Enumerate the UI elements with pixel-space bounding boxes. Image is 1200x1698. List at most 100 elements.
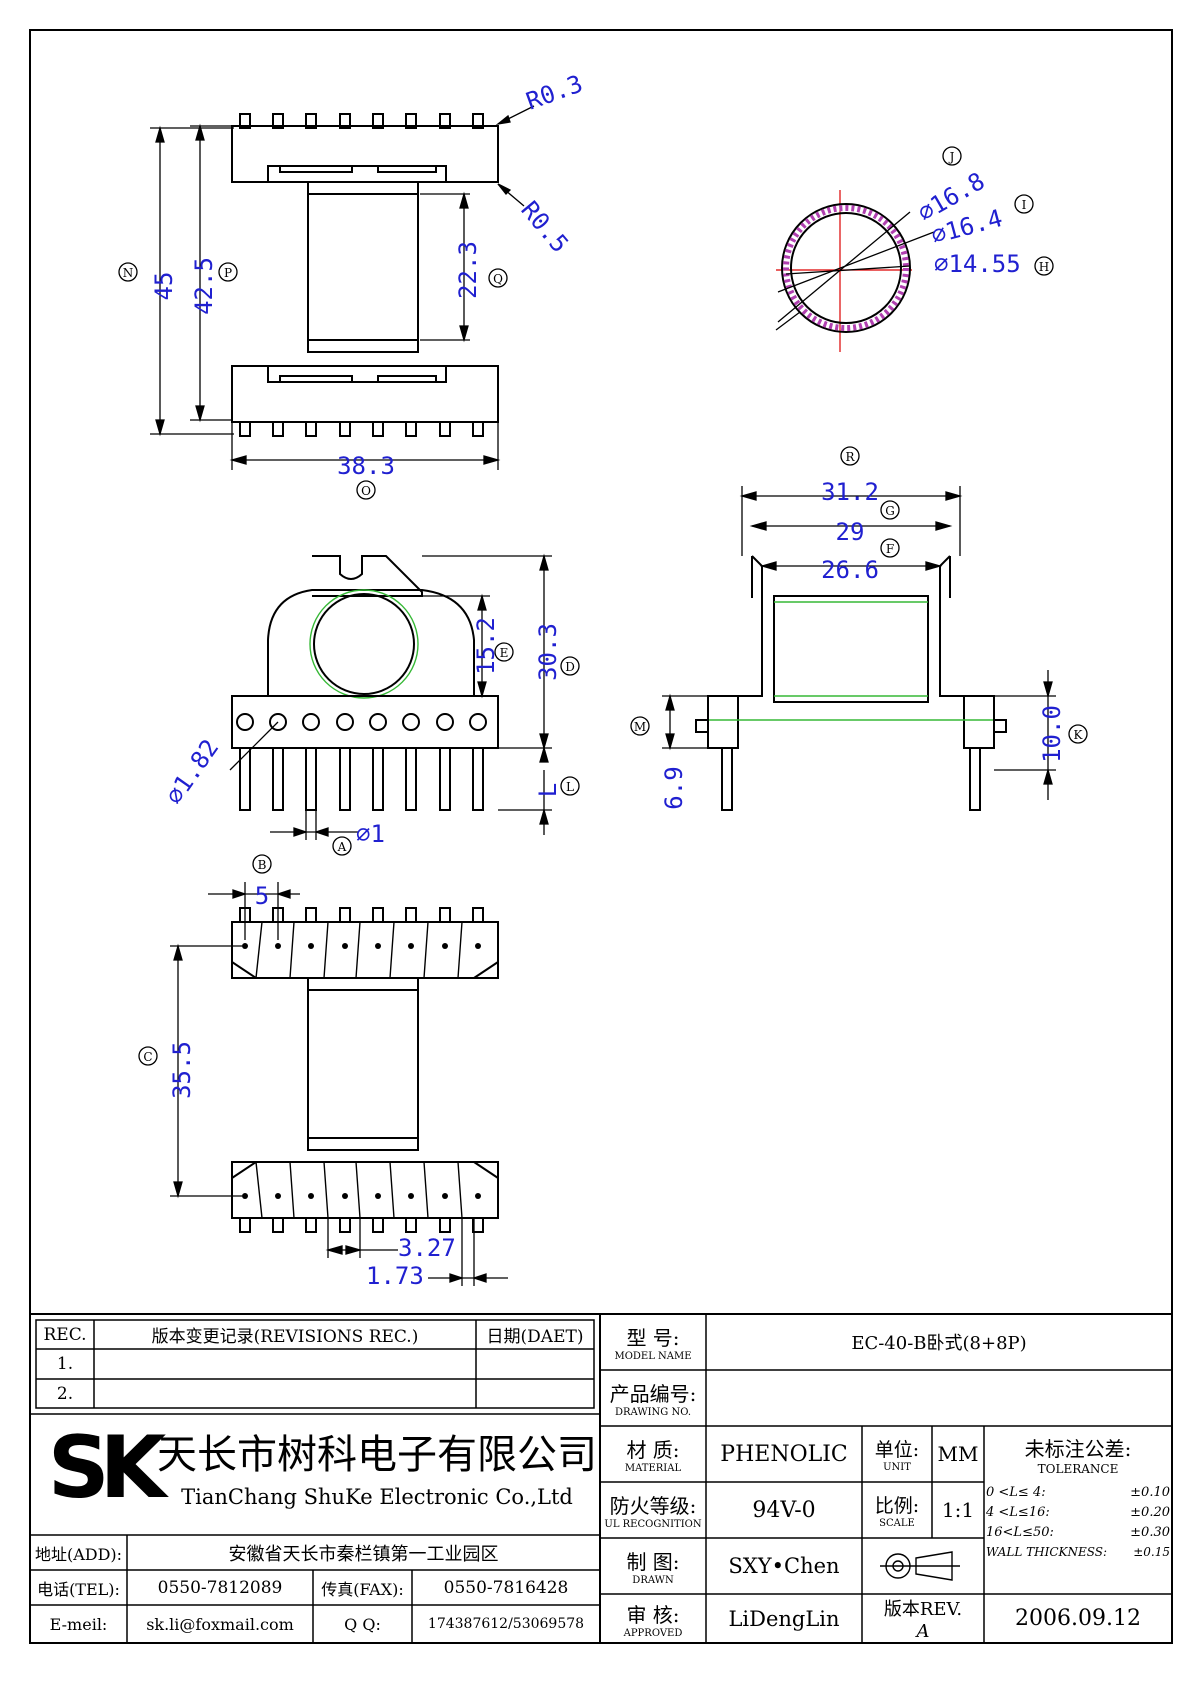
label-k: K <box>1074 728 1084 742</box>
address-label: 地址(ADD): <box>34 1544 123 1564</box>
drawn-label: 制 图: DRAWN <box>600 1538 706 1594</box>
core-section-view <box>775 190 935 352</box>
pin-hole-row <box>236 713 487 731</box>
tolerance-range: 16<L≤50: <box>986 1524 1054 1540</box>
company-name-en: TianChang ShuKe Electronic Co.,Ltd <box>181 1485 573 1509</box>
tolerance-row-3: 16<L≤50: ±0.30 <box>986 1522 1170 1542</box>
unit-value: MM <box>937 1442 979 1466</box>
qq-label: Q Q: <box>344 1614 381 1634</box>
core-hole <box>313 593 415 695</box>
drawn-label-en: DRAWN <box>632 1575 674 1586</box>
tolerance-row-1: 0 <L≤ 4: ±0.10 <box>986 1482 1170 1502</box>
tolerance-value: ±0.15 <box>1133 1545 1170 1559</box>
dim-d: 30.3 <box>534 623 562 681</box>
approved-label: 审 核: APPROVED <box>600 1594 706 1643</box>
label-c: C <box>143 1050 152 1064</box>
title-block-grid <box>30 1313 1172 1643</box>
label-e: E <box>500 646 509 660</box>
company-name-cn: 天长市树科电子有限公司 <box>157 1432 597 1478</box>
pin-base <box>231 695 499 749</box>
dim-e: 15.2 <box>472 617 500 675</box>
dim-h: ⌀14.55 <box>934 250 1021 278</box>
drawing-no-value <box>706 1370 1172 1426</box>
qq-value: 174387612/53069578 <box>427 1616 585 1632</box>
front-view <box>231 555 499 811</box>
unit-label-cn: 单位: <box>874 1439 920 1461</box>
fax-value: 0550-7816428 <box>443 1577 569 1598</box>
bottom-pin-row-b <box>239 1217 484 1233</box>
material-label: 材 质: MATERIAL <box>600 1426 706 1482</box>
rev-row-2: 2. <box>56 1383 74 1404</box>
top-pin-row <box>239 113 484 129</box>
label-j: J <box>948 150 955 164</box>
pin-dots-bottom <box>242 1193 481 1199</box>
drawing-no-label-en: DRAWING NO. <box>614 1407 692 1418</box>
label-g: G <box>885 504 895 518</box>
dim-q: 22.3 <box>454 241 482 299</box>
rev-title: 版本变更记录(REVISIONS REC.) <box>151 1327 419 1347</box>
dim-r05: R0.5 <box>515 196 574 258</box>
side-view <box>231 113 499 437</box>
label-f: F <box>886 542 894 556</box>
dim-k: 10.0 <box>1038 705 1066 763</box>
tolerance-row-4: WALL THICKNESS: ±0.15 <box>986 1542 1170 1562</box>
tolerance-range: 4 <L≤16: <box>986 1504 1050 1520</box>
dim-pitch: 3.27 <box>398 1234 456 1262</box>
dim-p: 42.5 <box>190 257 218 315</box>
dim-o: 38.3 <box>337 452 395 480</box>
email-label: E-meil: <box>49 1614 108 1634</box>
drawing-no-label: 产品编号: DRAWING NO. <box>600 1370 706 1426</box>
rev-box: 版本REV. A <box>862 1594 984 1643</box>
label-n: N <box>123 266 134 280</box>
pin-dots-top <box>242 943 481 949</box>
dim-c: 35.5 <box>168 1041 196 1099</box>
title-block: REC. 版本变更记录(REVISIONS REC.) 日期(DAET) 1. … <box>30 1314 1172 1643</box>
dim-r03: R0.3 <box>522 70 586 116</box>
model-label-cn: 型 号: <box>626 1326 680 1350</box>
label-q: Q <box>493 272 503 286</box>
email-value: sk.li@foxmail.com <box>146 1614 294 1634</box>
ul-label: 防火等级: UL RECOGNITION <box>600 1482 706 1538</box>
material-label-en: MATERIAL <box>624 1463 682 1474</box>
date-value: 2006.09.12 <box>1015 1606 1141 1631</box>
unit-label: 单位: UNIT <box>862 1426 932 1482</box>
tolerance-value: ±0.20 <box>1130 1504 1170 1520</box>
label-l: L <box>566 780 574 794</box>
model-label-en: MODEL NAME <box>614 1351 692 1362</box>
tel-label: 电话(TEL): <box>37 1579 120 1599</box>
model-value: EC-40-B卧式(8+8P) <box>851 1333 1027 1354</box>
label-d: D <box>565 660 575 674</box>
dim-l: L <box>534 783 562 797</box>
drawn-label-cn: 制 图: <box>626 1550 680 1574</box>
tolerance-title: 未标注公差: TOLERANCE <box>984 1426 1172 1482</box>
scale-label-cn: 比例: <box>874 1495 920 1517</box>
rev-label: 版本REV. <box>883 1599 963 1620</box>
tolerance-label-cn: 未标注公差: <box>1024 1436 1132 1461</box>
date-header: 日期(DAET) <box>486 1327 584 1347</box>
address-value: 安徽省天长市秦栏镇第一工业园区 <box>228 1543 499 1565</box>
tolerance-value: ±0.30 <box>1130 1524 1170 1540</box>
tolerance-row-2: 4 <L≤16: ±0.20 <box>986 1502 1170 1522</box>
bottom-flange <box>231 365 499 423</box>
label-h: H <box>1039 260 1049 274</box>
winding-core <box>307 181 419 353</box>
dim-f: 26.6 <box>821 556 879 584</box>
label-p: P <box>224 266 232 280</box>
drawing-no-label-cn: 产品编号: <box>609 1382 697 1406</box>
label-a: A <box>337 840 347 854</box>
approved-label-en: APPROVED <box>623 1627 683 1639</box>
rev-row-1: 1. <box>56 1354 74 1374</box>
dim-a: ⌀1 <box>356 820 385 848</box>
pins <box>239 747 484 811</box>
right-side-view <box>695 555 1007 811</box>
label-b: B <box>258 858 267 872</box>
tel-value: 0550-7812089 <box>157 1577 283 1598</box>
dim-r: 31.2 <box>821 478 879 506</box>
dim-n: 45 <box>150 272 178 301</box>
rev-header: REC. <box>43 1324 87 1345</box>
label-r: R <box>845 450 855 464</box>
tolerance-label-en: TOLERANCE <box>1037 1461 1119 1476</box>
fax-label: 传真(FAX): <box>321 1579 404 1599</box>
bottom-view <box>231 907 499 1233</box>
label-m: M <box>634 720 646 734</box>
